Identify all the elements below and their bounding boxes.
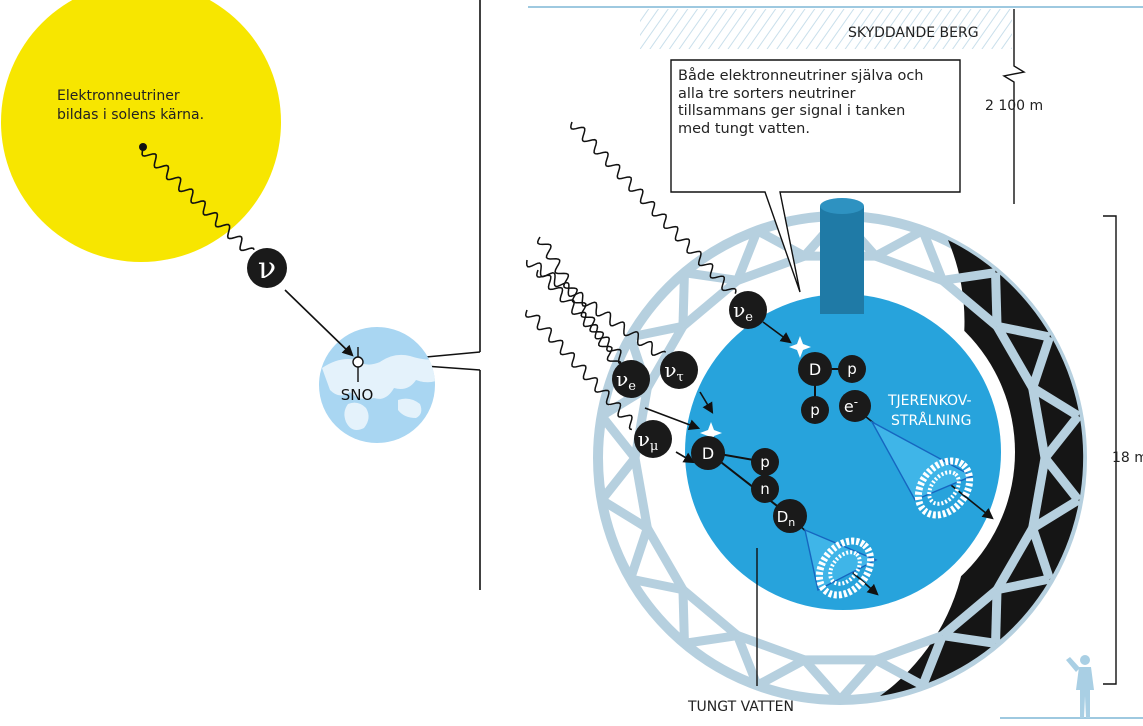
rock-label: SKYDDANDE BERG xyxy=(848,25,979,41)
cherenkov-cone-upper xyxy=(870,420,974,501)
label-p-upper-right: p xyxy=(847,360,857,378)
label-D-upper: D xyxy=(809,360,821,379)
cherenkov-ring-upper xyxy=(914,457,974,519)
sun-caption-line1: Elektronneutriner xyxy=(57,88,180,104)
sun xyxy=(1,0,281,262)
label-n-lower: n xyxy=(760,480,770,498)
sun-caption-line2: bildas i solens kärna. xyxy=(57,107,205,123)
neutrino-wave-extra xyxy=(536,269,644,377)
person-silhouette xyxy=(1066,655,1094,718)
neutrino-wave-sun xyxy=(141,148,255,252)
cherenkov-label-line2: STRÅLNING xyxy=(891,412,971,429)
particle-nu-mu xyxy=(634,420,672,458)
particle-n-lower xyxy=(751,475,779,503)
sun-core-dot xyxy=(139,143,147,151)
label-Dn: Dn xyxy=(777,508,796,529)
particle-D-lower xyxy=(691,436,725,470)
particle-electron xyxy=(839,390,871,422)
callout-box xyxy=(670,59,961,293)
label-p-lower: p xyxy=(760,453,770,471)
arrow-nu-e-top xyxy=(762,321,792,344)
interaction-flash-upper xyxy=(789,336,811,358)
neck-pipe xyxy=(820,206,864,314)
callout-text: Både elektronneutriner själva och alla t… xyxy=(678,68,924,138)
depth-label: 2 100 m xyxy=(985,98,1043,114)
particle-nu-e-left xyxy=(612,360,650,398)
particle-p-lower xyxy=(751,448,779,476)
heavy-water xyxy=(685,294,1001,610)
neutrino-wave-nu-tau xyxy=(525,259,667,356)
depth-scale-line xyxy=(1002,9,1026,204)
neutrino-arrow-to-earth xyxy=(284,289,354,357)
interaction-flash-lower xyxy=(700,422,722,444)
label-nu-e-left: νe xyxy=(616,367,636,394)
height-scale-bracket xyxy=(1103,215,1117,685)
height-label: 18 m xyxy=(1112,450,1143,466)
label-nu-mu: νμ xyxy=(638,427,659,454)
label-nu-tau: ντ xyxy=(664,358,683,385)
heavy-water-label: TUNGT VATTEN xyxy=(687,699,794,715)
particle-Dn xyxy=(773,499,807,533)
particle-p-upper-bottom xyxy=(801,396,829,424)
neutrino-wave-nu-e-top xyxy=(570,121,737,294)
arrow-nu-tau xyxy=(699,391,714,414)
neutrino-wave-nu-mu xyxy=(524,309,633,431)
label-electron: e- xyxy=(844,395,858,416)
particle-D-upper xyxy=(798,352,832,386)
label-nu-e-top: νe xyxy=(733,298,753,325)
neutrino-wave-nu-e-left xyxy=(536,236,622,364)
earth-globe xyxy=(319,327,435,443)
rock-hatch xyxy=(640,9,1012,49)
cherenkov-label-line1: TJERENKOV- xyxy=(887,393,972,409)
cherenkov-cone-lower xyxy=(804,528,878,592)
neutrino-symbol-sun: ν xyxy=(258,251,276,286)
particle-p-upper-right xyxy=(838,355,866,383)
sno-marker xyxy=(352,356,364,368)
particle-nu-tau xyxy=(660,351,698,389)
label-p-upper-bottom: p xyxy=(810,401,820,419)
arrow-nu-mu xyxy=(675,451,695,464)
label-D-lower: D xyxy=(702,444,714,463)
arrow-nu-e-left xyxy=(644,407,701,431)
cherenkov-ring-lower xyxy=(815,537,875,599)
sno-label: SNO xyxy=(341,386,374,404)
neck-pipe-top xyxy=(820,198,864,214)
neutrino-particle xyxy=(247,248,287,288)
particle-nu-e-top xyxy=(729,291,767,329)
